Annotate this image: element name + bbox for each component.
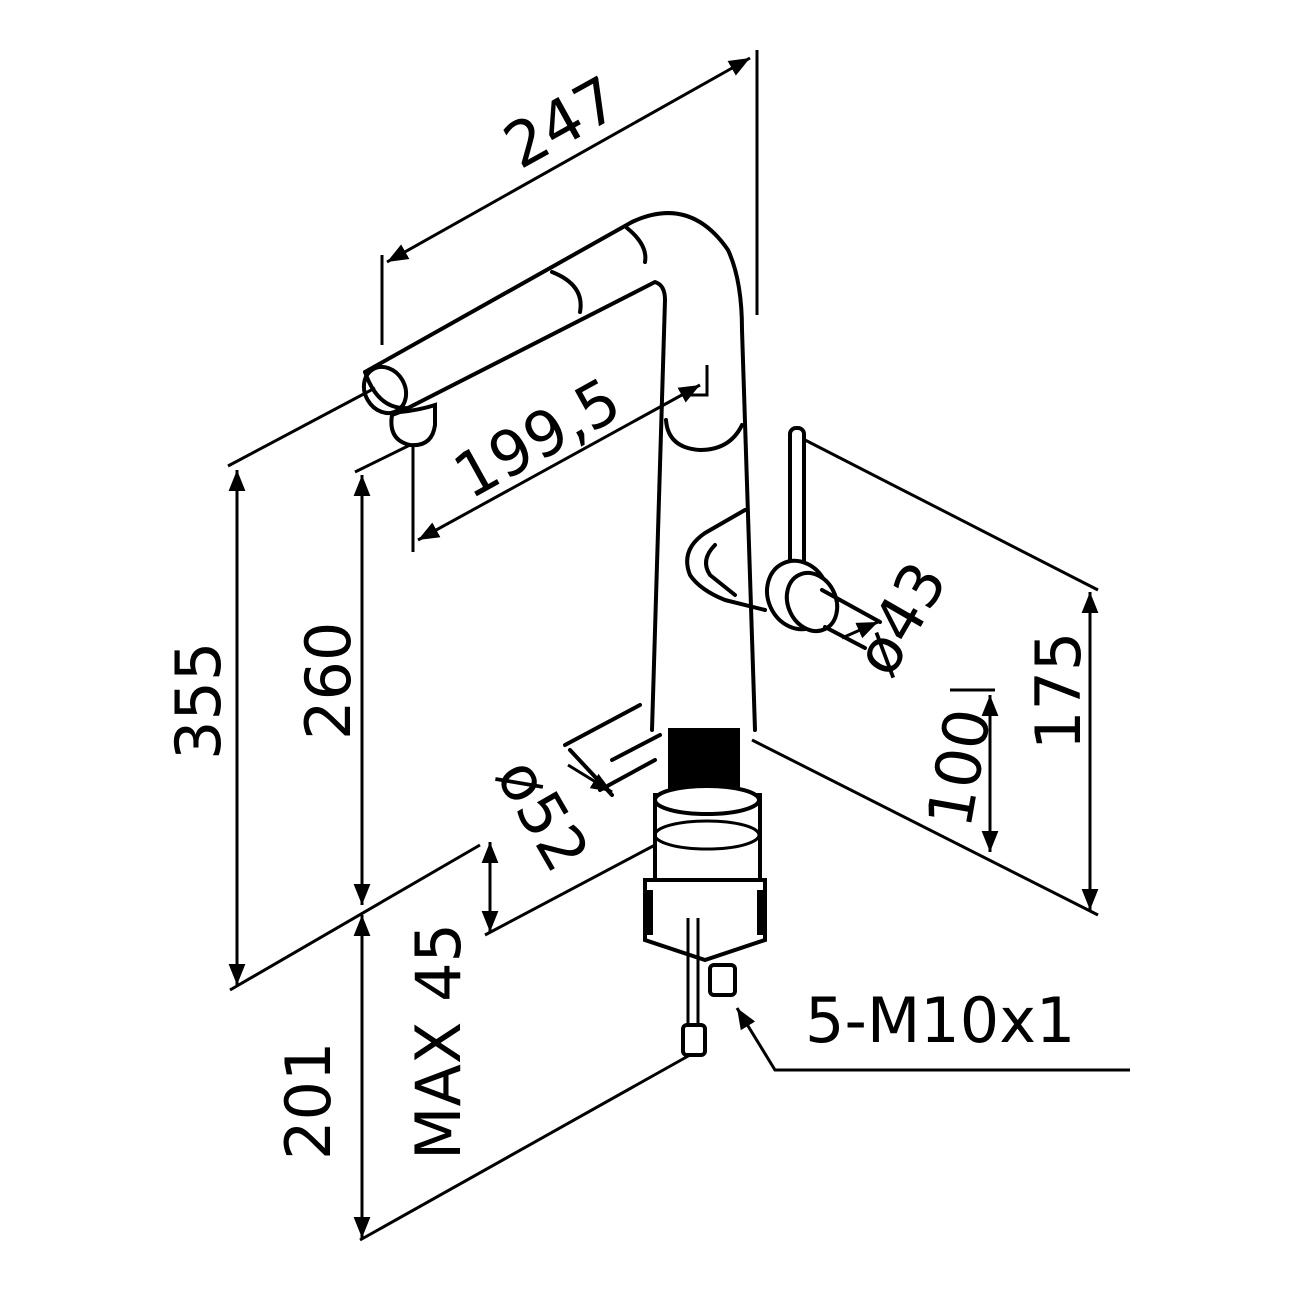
dim-199-5: 199,5 [442,363,633,513]
dim-355: 355 [162,642,235,760]
dim-max-45: MAX 45 [402,923,475,1160]
faucet-body [361,211,757,732]
dimension-lines [227,50,1130,1242]
dim-lever-diameter: ø43 [840,550,962,688]
lever-handle [685,426,882,650]
dim-connection: 5-M10x1 [805,984,1075,1057]
dim-175: 175 [1022,632,1095,750]
dim-260: 260 [292,622,365,740]
dim-201: 201 [272,1042,345,1160]
base-assembly [563,703,767,1057]
